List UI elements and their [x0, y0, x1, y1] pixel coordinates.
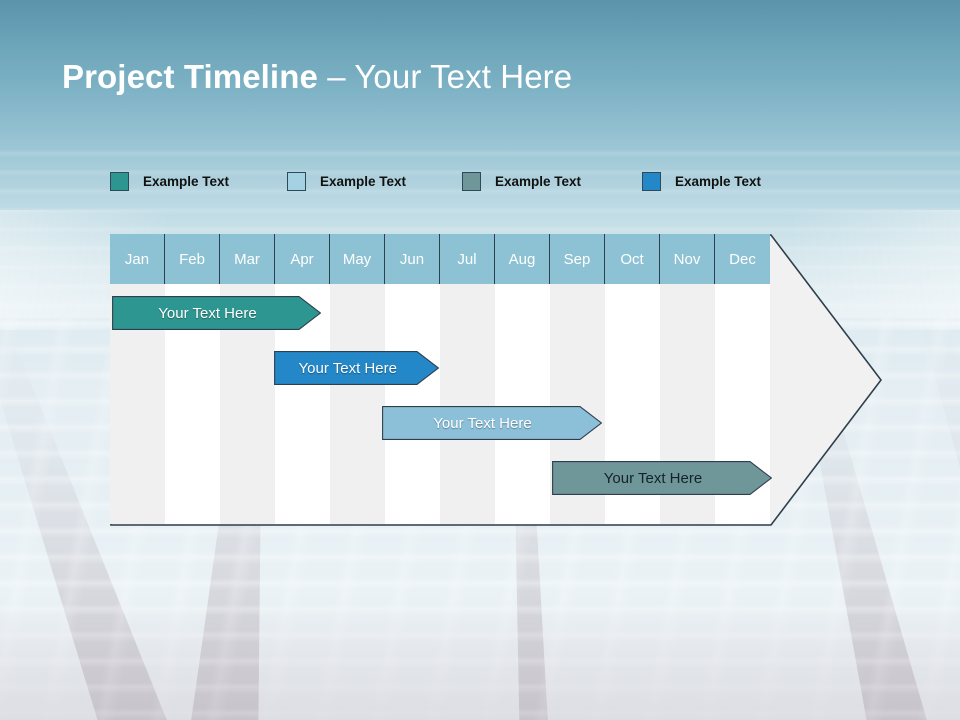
page-title-bold: Project Timeline — [62, 58, 318, 95]
month-header-jul[interactable]: Jul — [440, 234, 495, 284]
month-header-sep[interactable]: Sep — [550, 234, 605, 284]
month-header-jan[interactable]: Jan — [110, 234, 165, 284]
legend-label-3: Example Text — [495, 173, 582, 189]
month-header-mar[interactable]: Mar — [220, 234, 275, 284]
month-header-oct[interactable]: Oct — [605, 234, 660, 284]
month-header-label: Jan — [124, 250, 150, 268]
legend-label-1: Example Text — [143, 173, 230, 189]
page-title-separator: – — [317, 58, 355, 95]
month-header-nov[interactable]: Nov — [660, 234, 715, 284]
month-header-dec[interactable]: Dec — [715, 234, 770, 284]
month-header-label: Jul — [457, 250, 477, 268]
timeline-bar-2[interactable]: Your Text Here — [274, 351, 440, 385]
timeline-bar-label-2: Your Text Here — [298, 359, 397, 377]
legend-swatch-icon-4 — [642, 171, 661, 191]
timeline-bar-1[interactable]: Your Text Here — [112, 296, 321, 330]
bar-arrow-shape — [381, 406, 602, 440]
month-header-label: Aug — [508, 250, 536, 268]
month-header-label: Mar — [234, 250, 260, 268]
bar-arrow-shape — [274, 351, 440, 385]
month-header-row: Jan Feb Mar Apr May Jun Jul Aug Sep Oct Nov Dec — [110, 234, 770, 284]
grid-column-jul — [440, 284, 495, 524]
legend-swatch-icon-1 — [110, 171, 129, 191]
month-header-label: Jun — [399, 250, 425, 268]
legend-item-1[interactable]: Example Text — [110, 168, 229, 194]
page-title-light: Your Text Here — [354, 58, 573, 95]
timeline-bar-label-4: Your Text Here — [603, 469, 703, 487]
timeline-chart: Jan Feb Mar Apr May Jun Jul Aug Sep Oct Nov Dec You… — [110, 234, 772, 524]
timeline-bar-label-3: Your Text Here — [433, 414, 532, 432]
pool-floor-shadow — [0, 596, 960, 720]
month-header-may[interactable]: May — [330, 234, 385, 284]
month-header-jun[interactable]: Jun — [385, 234, 440, 284]
legend-label-4: Example Text — [675, 173, 762, 189]
grid-column-aug — [495, 284, 550, 524]
month-header-aug[interactable]: Aug — [495, 234, 550, 284]
month-header-label: Nov — [673, 250, 701, 268]
month-header-label: Feb — [179, 250, 205, 268]
timeline-bar-3[interactable]: Your Text Here — [381, 406, 602, 440]
month-header-label: May — [342, 250, 372, 268]
legend-item-2[interactable]: Example Text — [287, 168, 406, 194]
legend-swatch-icon-3 — [462, 171, 481, 191]
month-header-label: Oct — [620, 250, 644, 268]
legend-item-3[interactable]: Example Text — [462, 168, 581, 194]
legend-swatch-icon-2 — [287, 171, 306, 191]
legend-label-2: Example Text — [320, 173, 407, 189]
timeline-bar-label-1: Your Text Here — [158, 304, 257, 322]
bar-arrow-shape — [112, 296, 321, 330]
month-header-feb[interactable]: Feb — [165, 234, 220, 284]
page-title: Project Timeline – Your Text Here — [62, 58, 572, 96]
month-header-label: Dec — [729, 250, 756, 268]
bar-arrow-shape — [552, 461, 772, 495]
grid-column-jun — [385, 284, 440, 524]
month-header-label: Apr — [290, 250, 314, 268]
timeline-bar-4[interactable]: Your Text Here — [552, 461, 772, 495]
legend-item-4[interactable]: Example Text — [642, 168, 761, 194]
legend: Example Text Example Text Example Text E… — [110, 168, 810, 194]
grid-column-may — [330, 284, 385, 524]
month-header-label: Sep — [563, 250, 591, 268]
month-header-apr[interactable]: Apr — [275, 234, 330, 284]
